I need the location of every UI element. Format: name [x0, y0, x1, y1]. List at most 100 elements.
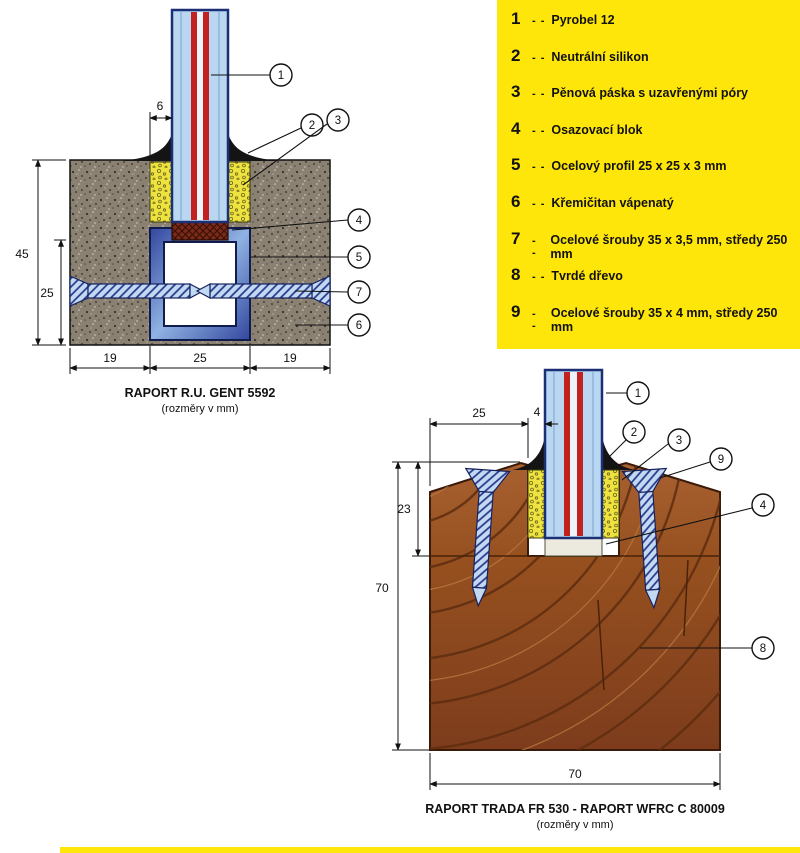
- setting-block: [544, 537, 603, 557]
- callout-4: [751, 493, 775, 517]
- legend-dash: - -: [532, 307, 537, 332]
- callout-6: [347, 313, 371, 337]
- svg-text:6: 6: [356, 320, 362, 332]
- legend-item-7: 7 - - Ocelové šrouby 35 x 3,5 mm, středy…: [511, 229, 794, 266]
- wood-screw-right: [621, 467, 668, 610]
- legend-item-4: 4 - - Osazovací blok: [511, 119, 794, 156]
- legend-item-8: 8 - - Tvrdé dřevo: [511, 265, 794, 302]
- legend-number: 8: [511, 265, 521, 285]
- svg-text:4: 4: [356, 215, 363, 227]
- foam-tape-right: [601, 469, 620, 539]
- svg-text:8: 8: [760, 643, 766, 655]
- legend-number: 1: [511, 9, 521, 28]
- legend-label: Křemičitan vápenatý: [551, 195, 674, 210]
- legend-dash: - -: [532, 271, 546, 284]
- legend-label: Pěnová páska s uzavřenými póry: [551, 86, 749, 101]
- legend-item-1: 1 - - Pyrobel 12: [511, 9, 794, 46]
- legend-item-2: 2 - - Neutrální silikon: [511, 46, 794, 83]
- callout-9: [709, 447, 733, 471]
- dim-top-width: 25: [472, 406, 486, 420]
- legend-label: Neutrální silikon: [551, 49, 649, 64]
- foam-tape-right: [227, 161, 251, 223]
- svg-text:3: 3: [335, 115, 341, 127]
- callout-8: [751, 636, 775, 660]
- svg-text:9: 9: [718, 454, 724, 466]
- callout-2: [622, 420, 646, 444]
- callout-1: [626, 381, 650, 405]
- callout-1: [269, 63, 293, 87]
- screw-left: [69, 275, 205, 307]
- legend-item-5: 5 - - Ocelový profil 25 x 25 x 3 mm: [511, 155, 794, 192]
- legend-label: Ocelový profil 25 x 25 x 3 mm: [551, 159, 727, 174]
- svg-text:4: 4: [760, 500, 767, 512]
- dim-gap: 4: [534, 405, 541, 419]
- legend-dash: - -: [532, 88, 546, 101]
- dim-width: 70: [568, 767, 582, 781]
- legend-number: 2: [511, 45, 521, 65]
- intumescent-layer: [564, 372, 570, 536]
- setting-block: [171, 221, 229, 241]
- svg-text:5: 5: [356, 252, 362, 264]
- legend-item-9: 9 - - Ocelové šrouby 35 x 4 mm, středy 2…: [511, 302, 794, 339]
- left-diagram-subcaption: (rozměry v mm): [162, 403, 239, 415]
- foam-tape-left: [149, 161, 173, 223]
- svg-text:3: 3: [676, 435, 682, 447]
- legend-label: Pyrobel 12: [551, 13, 615, 27]
- dim-bottom-right: 19: [283, 351, 297, 365]
- callout-4: [347, 208, 371, 232]
- silicone-fillet-right: [228, 134, 278, 161]
- callouts-right-diagram: 1 2 3 9 4 8: [605, 381, 775, 660]
- legend-dash: - -: [532, 161, 546, 174]
- legend-dash: - -: [532, 51, 546, 64]
- glass-unit: [543, 368, 604, 540]
- silicone-fillet-left: [122, 134, 172, 161]
- dim-rebate-depth: 23: [397, 502, 411, 516]
- dim-bottom-left: 19: [103, 351, 117, 365]
- dimensions-right-diagram: 25 4 23 70 70: [375, 405, 721, 790]
- svg-text:2: 2: [309, 120, 315, 132]
- legend-item-3: 3 - - Pěnová páska s uzavřenými póry: [511, 82, 794, 119]
- wood-screw-left: [464, 467, 511, 608]
- legend-label: Ocelové šrouby 35 x 4 mm, středy 250 mm: [550, 305, 778, 334]
- legend-label: Osazovací blok: [551, 122, 643, 137]
- callout-5: [347, 245, 371, 269]
- legend-item-6: 6 - - Křemičitan vápenatý: [511, 192, 794, 229]
- legend-number: 9: [511, 301, 521, 321]
- callout-3: [667, 428, 691, 452]
- legend-number: 6: [511, 191, 521, 211]
- callouts-left-diagram: 1 2 3 4 5 7 6: [211, 63, 371, 337]
- right-diagram-subcaption: (rozměry v mm): [537, 819, 614, 831]
- legend-number: 7: [511, 228, 521, 248]
- legend-label: Tvrdé dřevo: [551, 269, 623, 284]
- callout-7: [347, 280, 371, 304]
- svg-text:7: 7: [356, 287, 362, 299]
- dim-gap: 6: [157, 99, 164, 113]
- left-diagram-caption: RAPORT R.U. GENT 5592: [125, 386, 276, 400]
- page-bottom-accent: [60, 847, 800, 853]
- silicone-fillet-left: [512, 436, 545, 470]
- svg-text:1: 1: [635, 388, 641, 400]
- svg-text:1: 1: [278, 70, 284, 82]
- foam-tape-left: [527, 469, 546, 539]
- svg-text:2: 2: [631, 427, 637, 439]
- legend-dash: - -: [532, 197, 546, 210]
- legend-panel: 1 - - Pyrobel 12 2 - - Neutrální silikon…: [497, 0, 800, 349]
- silicone-fillet-right: [602, 436, 635, 470]
- right-diagram-caption: RAPORT TRADA FR 530 - RAPORT WFRC C 8000…: [425, 802, 725, 816]
- intumescent-layer: [203, 12, 209, 220]
- dimensions-left-diagram: 6 45 25 19 25 19: [15, 99, 331, 374]
- legend-dash: - -: [532, 15, 546, 27]
- dim-profile-height: 25: [40, 286, 54, 300]
- legend-dash: - -: [532, 124, 546, 137]
- dim-height: 45: [15, 247, 29, 261]
- dim-height: 70: [375, 581, 389, 595]
- legend-number: 5: [511, 155, 521, 175]
- glass-unit: [170, 8, 230, 224]
- diagram-left: 6 45 25 19 25 19: [15, 8, 371, 415]
- legend-label: Ocelové šrouby 35 x 3,5 mm, středy 250 m…: [550, 232, 788, 261]
- callout-3: [326, 108, 350, 132]
- legend-dash: - -: [532, 234, 537, 259]
- intumescent-layer: [577, 372, 583, 536]
